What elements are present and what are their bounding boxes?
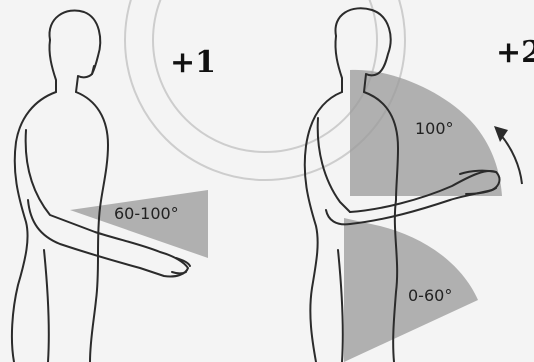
sector-60-100 xyxy=(70,190,208,258)
angle-label-60-100: 60-100° xyxy=(114,206,179,222)
rotation-arrow xyxy=(500,134,522,184)
score-plus-1: +1 xyxy=(170,48,216,78)
angle-label-100: 100° xyxy=(415,121,454,137)
score-plus-2: +2 xyxy=(496,38,534,68)
figure-1 xyxy=(12,10,190,362)
arrow-head xyxy=(494,126,508,142)
panel-2 xyxy=(305,8,522,362)
angle-label-0-60: 0-60° xyxy=(408,288,452,304)
